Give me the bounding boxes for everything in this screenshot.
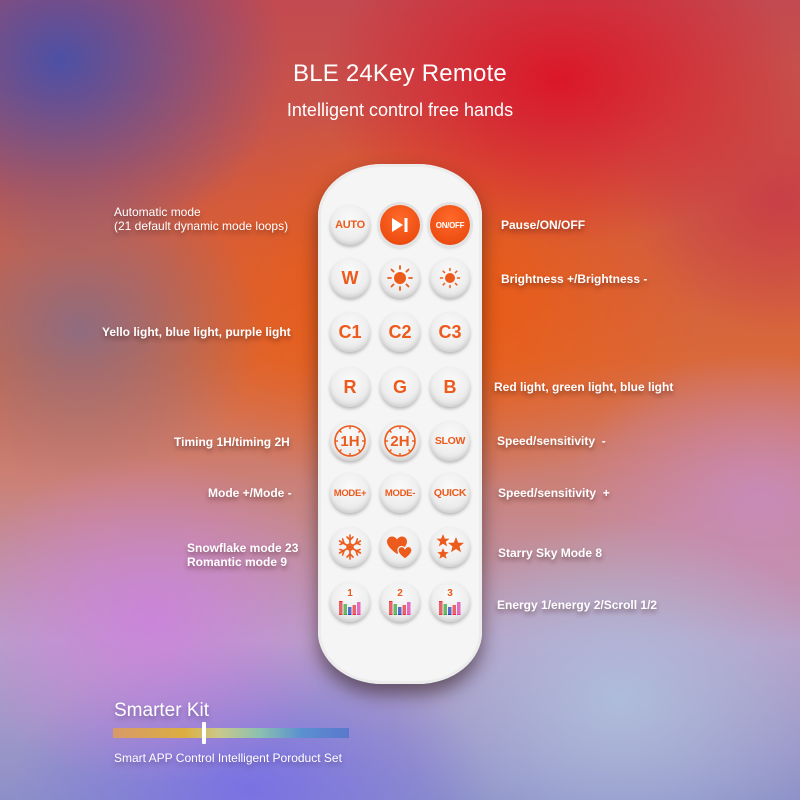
equalizer-icon [338,601,362,615]
red-button[interactable]: R [330,367,370,407]
romantic-mode-button[interactable] [380,527,420,567]
page-subtitle: Intelligent control free hands [286,100,514,120]
kit-title: Smarter Kit [114,700,210,721]
label-romantic: Romantic mode 9 [187,555,288,569]
label-mode: Mode +/Mode - [208,486,292,500]
mode-minus-button[interactable]: MODE- [380,473,420,513]
stars-icon [436,534,464,559]
auto-button-label: AUTO [335,219,365,231]
on-off-button-label: ON/OFF [435,220,465,230]
quick-button-label: QUICK [433,487,467,499]
scroll-button[interactable]: 3 [430,582,470,622]
slow-button-label: SLOW [434,435,466,447]
play-pause-button[interactable] [380,205,420,245]
snowflake-icon [338,534,362,560]
label-rgb: Red light, green light, blue light [494,380,674,394]
label-starry: Starry Sky Mode 8 [498,546,603,560]
brightness-down-icon [439,267,461,289]
mode-plus-label: MODE+ [333,487,367,499]
label-speed-down: Speed/sensitivity - [497,434,606,448]
label-power: Pause/ON/OFF [501,218,586,232]
play-pause-icon [392,218,408,232]
energy-1-label: 1 [347,588,353,599]
label-snowflake-romantic: Snowflake mode 23 Romantic mode 9 [187,541,298,569]
color-gradient-bar [113,728,349,738]
timer-1h-label: 1H [340,432,360,450]
timer-2h-label: 2H [390,432,410,450]
quick-button[interactable]: QUICK [430,473,470,513]
green-button-label: G [392,376,407,397]
c3-button-label: C3 [438,321,462,342]
brightness-up-icon [387,265,413,291]
remote-control: AUTO ON/OFF W [318,164,482,684]
c1-button[interactable]: C1 [330,312,370,352]
green-button[interactable]: G [380,367,420,407]
c2-button[interactable]: C2 [380,312,420,352]
hearts-icon [387,536,413,560]
white-button[interactable]: W [330,258,370,298]
energy-2-button[interactable]: 2 [380,582,420,622]
timer-dial-icon [384,425,416,457]
label-speed-up: Speed/sensitivity + [498,486,610,500]
label-automatic-mode: Automatic mode (21 default dynamic mode … [114,205,288,233]
red-button-label: R [343,376,357,397]
blue-button-label: B [443,376,457,397]
blue-button[interactable]: B [430,367,470,407]
label-automatic-mode-line1: Automatic mode [114,205,201,219]
energy-2-label: 2 [397,588,403,599]
energy-1-button[interactable]: 1 [330,582,370,622]
brightness-up-button[interactable] [380,258,420,298]
mode-minus-label: MODE- [384,487,416,499]
equalizer-icon [438,601,462,615]
label-color-presets: Yello light, blue light, purple light [102,325,291,339]
label-timing: Timing 1H/timing 2H [174,435,290,449]
c1-button-label: C1 [338,321,362,342]
starry-sky-button[interactable] [430,527,470,567]
timer-1h-button[interactable]: 1H [330,421,370,461]
page-title: BLE 24Key Remote [293,60,507,87]
timer-2h-button[interactable]: 2H [380,421,420,461]
mode-plus-button[interactable]: MODE+ [330,473,370,513]
label-automatic-mode-line2: (21 default dynamic mode loops) [114,219,289,233]
kit-subtitle: Smart APP Control Intelligent Poroduct S… [114,751,342,765]
c2-button-label: C2 [388,321,412,342]
snowflake-mode-button[interactable] [330,527,370,567]
c3-button[interactable]: C3 [430,312,470,352]
brightness-down-button[interactable] [430,258,470,298]
auto-button[interactable]: AUTO [330,205,370,245]
timer-dial-icon [334,425,366,457]
label-energy: Energy 1/energy 2/Scroll 1/2 [497,598,658,612]
white-button-label: W [341,267,359,288]
on-off-button[interactable]: ON/OFF [430,205,470,245]
scroll-label: 3 [447,588,453,599]
label-snowflake: Snowflake mode 23 [187,541,299,555]
gradient-slider-handle [202,722,206,744]
equalizer-icon [388,601,412,615]
label-brightness: Brightness +/Brightness - [501,272,648,286]
slow-button[interactable]: SLOW [430,421,470,461]
